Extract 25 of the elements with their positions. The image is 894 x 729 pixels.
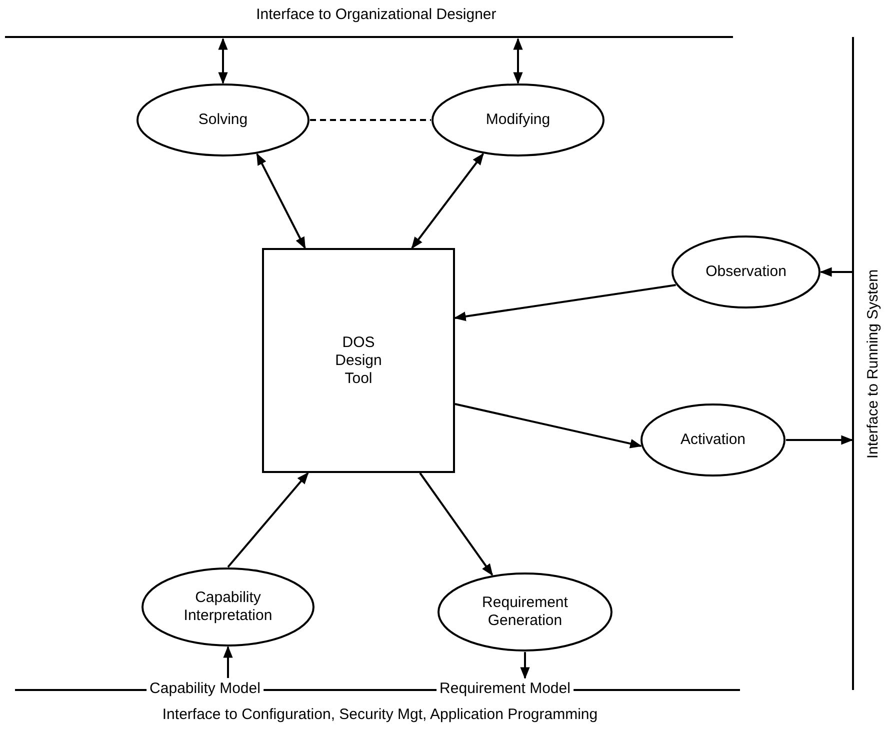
interface-label: Interface to Organizational Designer [256,6,496,23]
arrow [419,472,494,576]
tool-box [262,248,455,473]
arrow [520,652,530,680]
arrow [513,38,523,84]
model-label: Requirement Model [436,680,574,697]
node-label: Capability Interpretation [182,589,274,625]
arrow [820,267,852,277]
arrow [786,435,854,445]
arrow [223,646,233,678]
model-label: Capability Model [146,680,264,697]
arrow [218,38,228,84]
node-label: Observation [706,263,786,281]
node-label: DOS Design Tool [334,334,383,388]
dashed-line [310,119,431,121]
arrow [454,403,642,448]
arrow [454,284,676,322]
node-label: Modifying [486,111,550,129]
arrow [227,472,309,568]
arrow [256,152,306,250]
node-label: Requirement Generation [481,594,569,630]
arrow [411,152,484,249]
interface-label: Interface to Running System [864,268,882,458]
node-label: Activation [680,431,746,449]
node-label: Solving [198,111,248,129]
